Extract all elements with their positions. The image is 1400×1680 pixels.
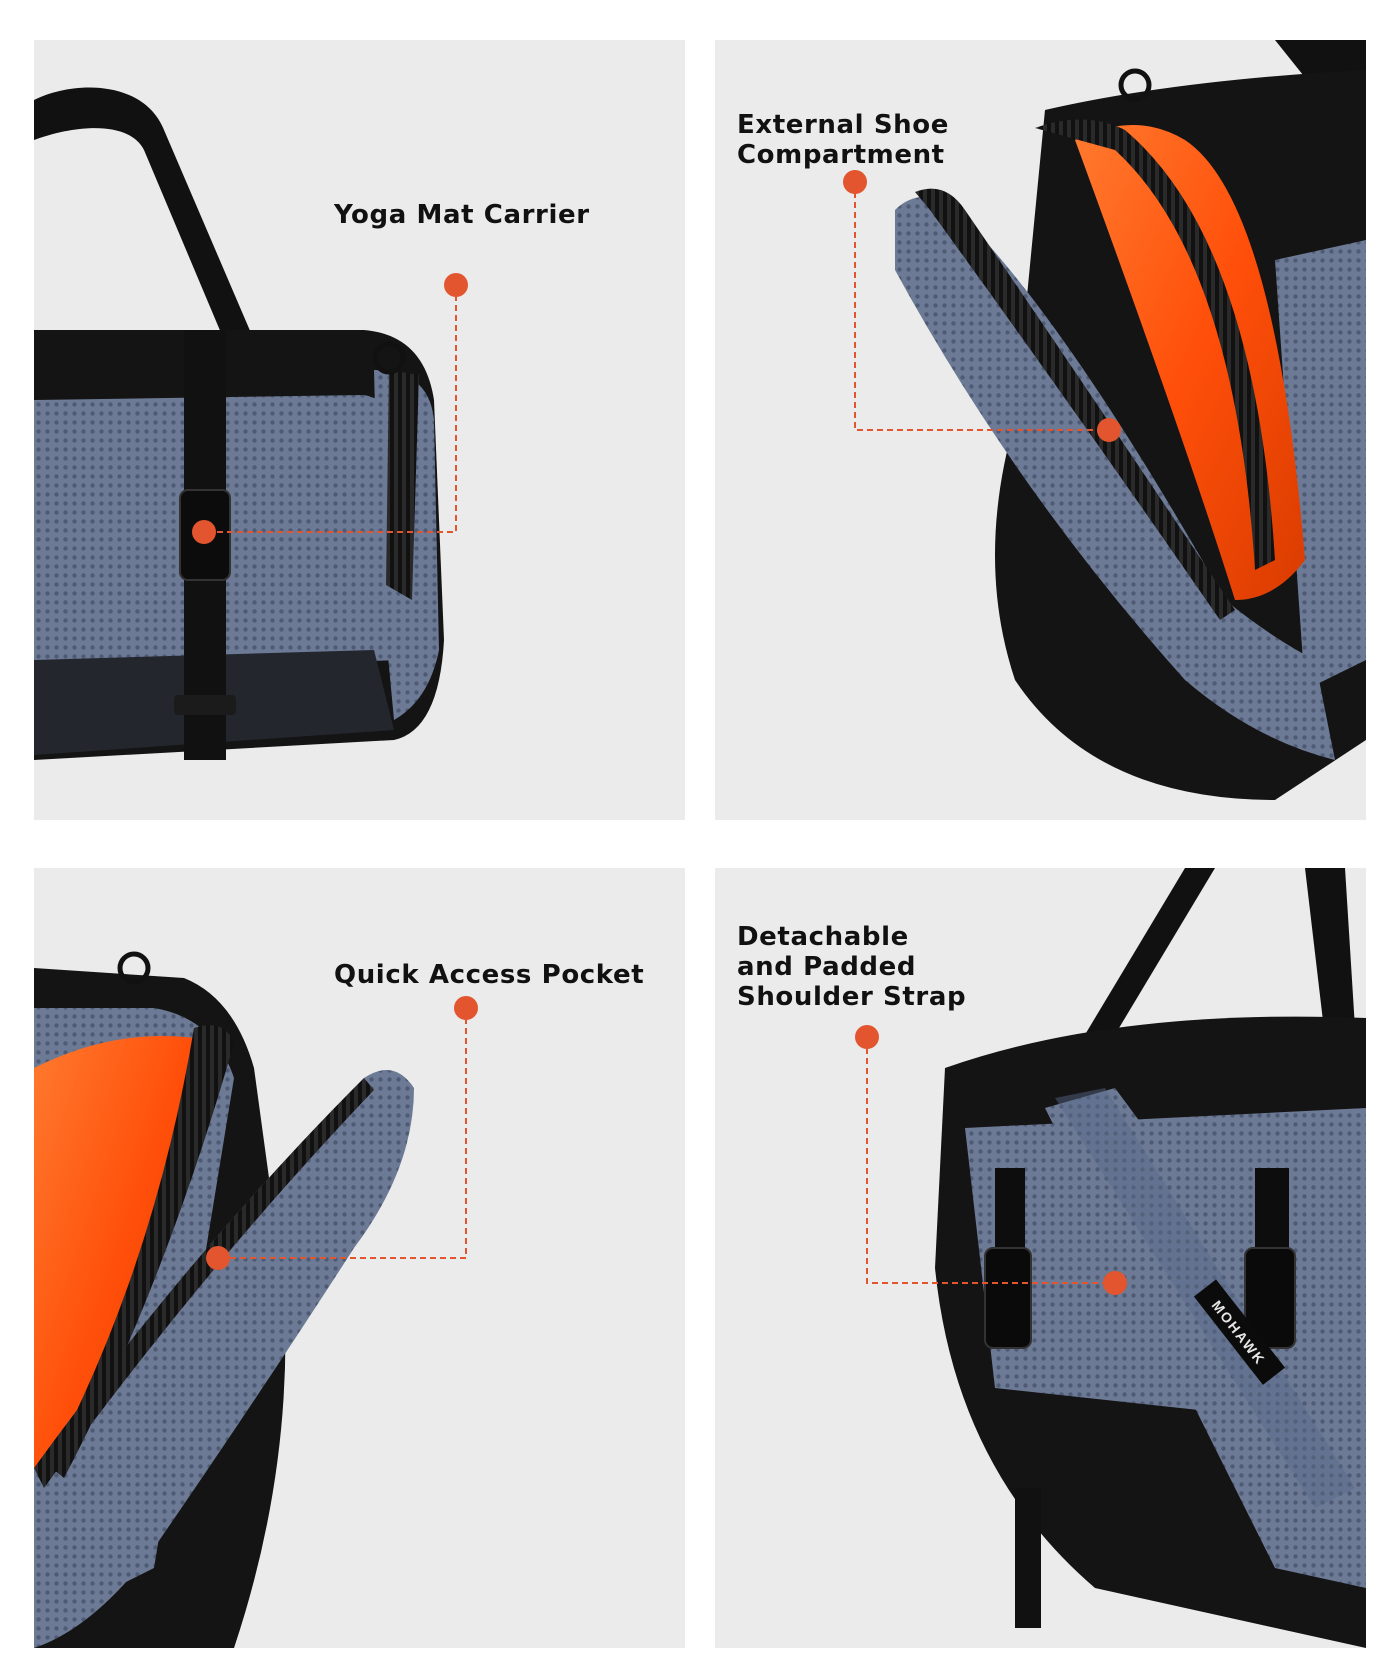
callout-dot — [855, 1025, 879, 1049]
feature-label-shoe: External Shoe Compartment — [737, 110, 949, 170]
callout-dot — [843, 170, 867, 194]
feature-label-pocket: Quick Access Pocket — [334, 960, 645, 990]
callout-dot — [1097, 418, 1121, 442]
feature-label-yoga: Yoga Mat Carrier — [334, 200, 590, 230]
bag-photo-shoe-compartment — [854, 40, 1366, 800]
panel-yoga-mat-carrier: Yoga Mat Carrier — [34, 40, 685, 820]
bag-photo-pocket — [34, 951, 467, 1648]
callout-dot — [206, 1246, 230, 1270]
feature-label-strap: Detachable and Padded Shoulder Strap — [737, 922, 967, 1012]
bag-photo-front — [34, 87, 457, 760]
callout-dot — [444, 273, 468, 297]
panel-external-shoe-compartment: External Shoe Compartment — [715, 40, 1366, 820]
callout-dot — [192, 520, 216, 544]
bag-photo-strap: MOHAWK — [866, 868, 1366, 1648]
callout-dot — [1103, 1271, 1127, 1295]
panel-quick-access-pocket: Quick Access Pocket — [34, 868, 685, 1648]
callout-dot — [454, 996, 478, 1020]
panel-shoulder-strap: MOHAWK Detachable and Padded Shoulder St… — [715, 868, 1366, 1648]
